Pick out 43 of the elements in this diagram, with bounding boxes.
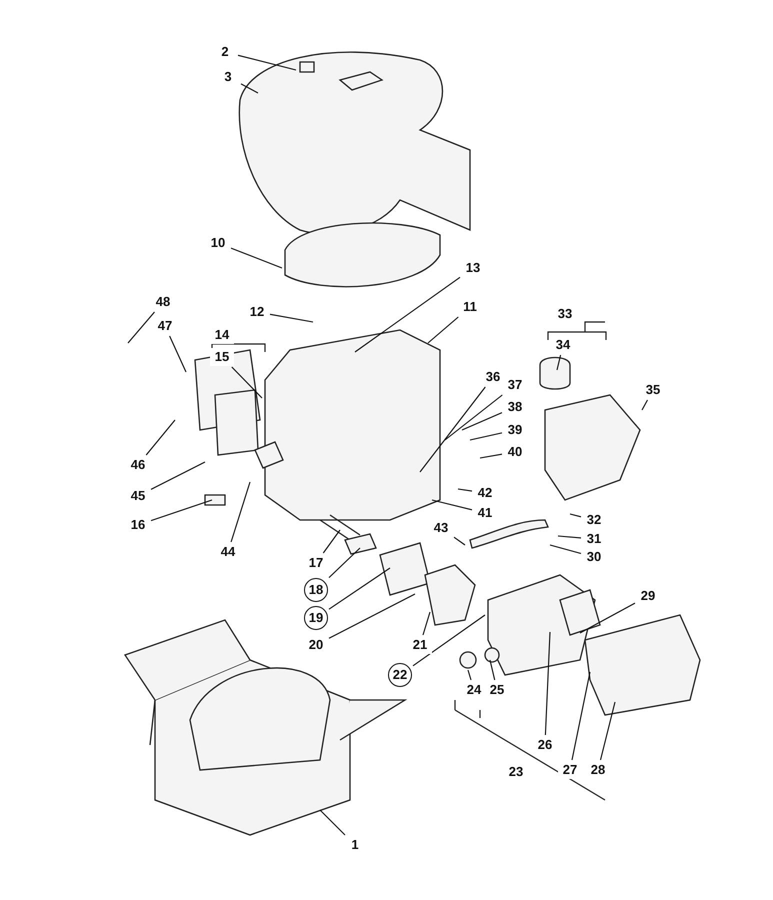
callout-number: 22 (388, 663, 412, 687)
leader-line (150, 462, 206, 490)
leader-line (128, 312, 155, 344)
leader-line (322, 530, 340, 554)
leader-line (454, 536, 466, 546)
leader-line (412, 614, 486, 666)
leader-line (240, 83, 258, 94)
leader-line (458, 488, 472, 492)
leader-line (544, 632, 551, 736)
leader-line (480, 454, 502, 459)
leader-line (146, 420, 176, 456)
leader-line (489, 660, 496, 680)
leader-line (328, 594, 416, 639)
leader-line (354, 276, 460, 352)
leader-line (169, 336, 186, 372)
callout-number: 15 (210, 348, 234, 366)
leader-line (328, 568, 390, 610)
leader-line (230, 482, 251, 542)
leader-line (432, 499, 472, 510)
callout-number: 19 (304, 606, 328, 630)
leader-line (642, 400, 648, 410)
leader-line (270, 314, 314, 323)
leader-line (230, 248, 282, 269)
leader-line (570, 513, 582, 518)
leader-line (550, 544, 582, 554)
leader-line (420, 386, 486, 472)
leader-line (320, 810, 346, 836)
leader-line (238, 54, 296, 71)
leader-line (462, 412, 502, 430)
leader-line (422, 612, 431, 636)
callout-number: 18 (304, 578, 328, 602)
leader-line (580, 602, 636, 634)
leader-line (556, 354, 562, 370)
leader-line (328, 548, 360, 578)
leader-line (428, 316, 459, 344)
leader-line (558, 535, 582, 538)
leader-line (600, 702, 616, 760)
leader-line (571, 672, 591, 760)
leader-line (150, 499, 212, 522)
leader-line (231, 366, 262, 398)
leader-line (467, 670, 472, 680)
leader-line (470, 432, 502, 441)
leader-line (444, 394, 503, 440)
